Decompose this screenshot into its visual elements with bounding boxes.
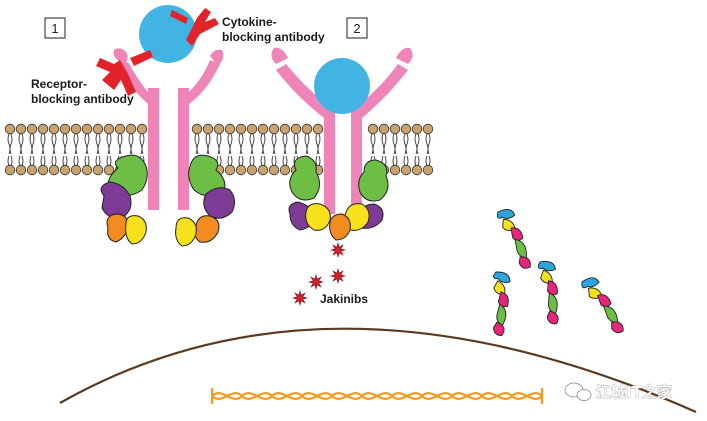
lipid-head (279, 123, 291, 135)
starburst-icon (329, 241, 347, 259)
wechat-icon (564, 382, 592, 401)
lipid-head (312, 123, 324, 135)
lipid-head (136, 123, 148, 135)
starburst-icon (307, 273, 325, 291)
panel-2-number: 2 (353, 21, 360, 36)
lipid-head (48, 123, 60, 135)
lipid-head (411, 164, 423, 176)
lipid-head (114, 123, 126, 135)
lipid-head (48, 164, 60, 176)
lipid-head (378, 123, 390, 135)
lipid-head (224, 164, 236, 176)
lipid-head (400, 164, 412, 176)
lipid-head (235, 164, 247, 176)
receptor-pair-2 (271, 47, 413, 214)
lipid-head (15, 164, 27, 176)
panel-2-box: 2 (346, 17, 368, 39)
lipid-head (103, 164, 115, 176)
lipid-head (290, 123, 302, 135)
lipid-head (92, 164, 104, 176)
lipid-head (37, 123, 49, 135)
panel-1-box: 1 (44, 17, 66, 39)
receptor-label-line2: blocking antibody (31, 92, 134, 106)
lipid-head (213, 123, 225, 135)
starburst-icon (291, 289, 309, 307)
stat-molecule (496, 209, 531, 269)
starburst-icon (329, 267, 347, 285)
dna-strand (210, 388, 544, 404)
jak-complex-panel2 (288, 155, 389, 241)
nuclear-envelope (59, 327, 697, 414)
lipid-head (26, 123, 38, 135)
lipid-head (125, 123, 137, 135)
receptor-blocking-antibody (96, 50, 153, 96)
lipid-head (367, 123, 379, 135)
lipid-head (268, 123, 280, 135)
stat-molecules (493, 209, 624, 337)
cytokine-blocking-antibody (170, 8, 219, 46)
lipid-head (70, 164, 82, 176)
lipid-head (246, 164, 258, 176)
cytokine-label-line2: blocking antibody (222, 30, 325, 44)
lipid-head (4, 164, 16, 176)
lipid-head (422, 164, 434, 176)
watermark: 江城IT之家 (564, 382, 672, 401)
lipid-head (92, 123, 104, 135)
receptor-label-line1: Receptor- (31, 77, 87, 91)
lipid-head (389, 164, 401, 176)
cytokine-label-line1: Cytokine- (222, 15, 277, 29)
lipid-head (26, 164, 38, 176)
cytokine-ball-panel-2 (314, 58, 370, 114)
jak-complex-panel1-left (100, 154, 148, 245)
jak-complex-panel1-right (175, 154, 236, 247)
lipid-head (70, 123, 82, 135)
lipid-head (191, 123, 203, 135)
lipid-head (81, 164, 93, 176)
lipid-head (224, 123, 236, 135)
jakinib-starbursts (291, 241, 347, 307)
lipid-head (15, 123, 27, 135)
lipid-head (81, 123, 93, 135)
watermark-text: 江城IT之家 (596, 383, 672, 401)
lipid-head (257, 123, 269, 135)
lipid-head (400, 123, 412, 135)
stat-molecule (581, 277, 624, 334)
jakinibs-label: Jakinibs (320, 292, 368, 306)
cell-membrane (4, 123, 434, 176)
stat-molecule (537, 260, 559, 325)
lipid-head (37, 164, 49, 176)
lipid-head (389, 123, 401, 135)
lipid-head (411, 123, 423, 135)
lipid-head (4, 123, 16, 135)
lipid-head (422, 123, 434, 135)
lipid-head (59, 123, 71, 135)
lipid-head (103, 123, 115, 135)
lipid-head (279, 164, 291, 176)
lipid-head (268, 164, 280, 176)
lipid-head (301, 123, 313, 135)
lipid-head (257, 164, 269, 176)
lipid-head (59, 164, 71, 176)
lipid-head (235, 123, 247, 135)
lipid-head (246, 123, 258, 135)
stat-molecule (493, 271, 511, 337)
panel-1-number: 1 (51, 21, 58, 36)
lipid-head (202, 123, 214, 135)
